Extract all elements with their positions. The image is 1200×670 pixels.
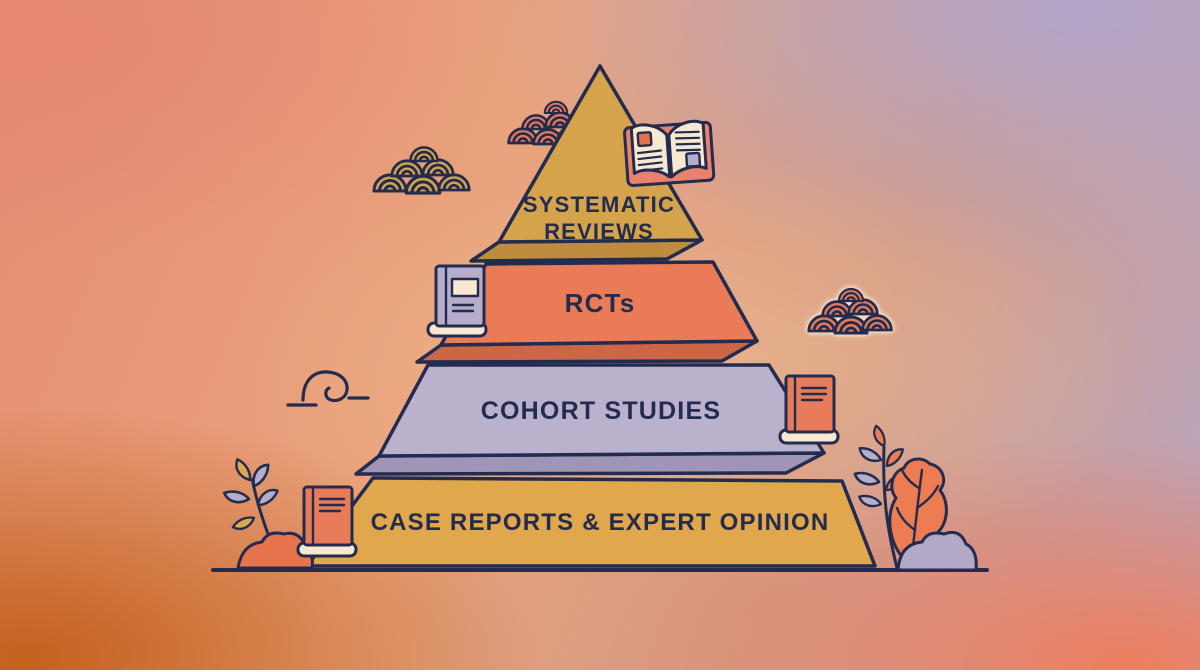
level-label-systematic-line2: REVIEWS (544, 219, 654, 244)
level-label-case-reports: CASE REPORTS & EXPERT OPINION (371, 509, 830, 536)
closed-book-icon-bottom-left (296, 485, 358, 558)
wind-swirl-icon (286, 370, 370, 407)
pyramid-level-cohort (377, 363, 826, 458)
closed-book-icon-rcts (426, 264, 488, 338)
closed-book-icon-cohort (778, 374, 840, 445)
level-label-rcts: RCTs (565, 288, 636, 318)
leafy-branch-right (851, 423, 909, 569)
cloud-icon-right (807, 287, 893, 335)
level-label-cohort: COHORT STUDIES (481, 397, 721, 425)
open-book-icon (623, 119, 716, 188)
cloud-icon-gold (372, 146, 471, 195)
level-label-systematic-line1: SYSTEMATIC (523, 192, 675, 217)
bush-mound-right (896, 530, 978, 572)
